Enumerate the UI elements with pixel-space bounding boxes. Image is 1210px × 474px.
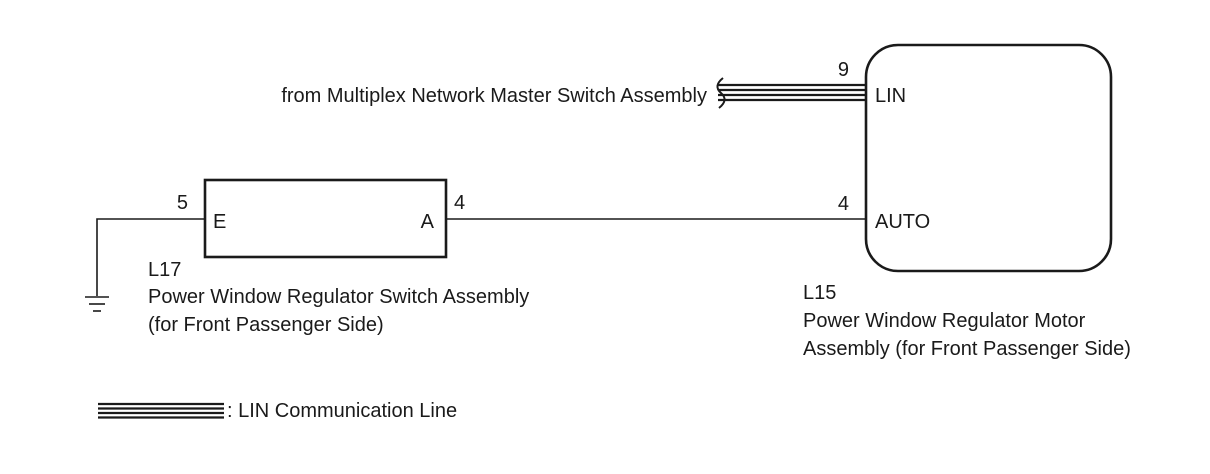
legend-lin-line-symbol — [98, 402, 224, 419]
switch-assembly-name-line1: Power Window Regulator Switch Assembly — [148, 286, 529, 308]
source-label: from Multiplex Network Master Switch Ass… — [281, 85, 707, 107]
motor-pin-lin-number: 9 — [838, 59, 849, 81]
switch-pin-a-number: 4 — [454, 192, 465, 214]
legend-lin-line-label: : LIN Communication Line — [227, 400, 457, 422]
motor-assembly-name-line2: Assembly (for Front Passenger Side) — [803, 338, 1131, 360]
wire-break-icon — [716, 77, 726, 109]
ground-wire — [96, 218, 205, 296]
switch-pin-a-label: A — [421, 211, 435, 233]
switch-pin-e-label: E — [213, 211, 226, 233]
lin-communication-line — [718, 83, 866, 102]
switch-assembly-code: L17 — [148, 259, 181, 281]
motor-assembly-code: L15 — [803, 282, 836, 304]
motor-assembly-box — [864, 43, 1113, 273]
motor-pin-lin-label: LIN — [875, 85, 906, 107]
motor-pin-auto-label: AUTO — [875, 211, 930, 233]
ground-icon — [85, 296, 109, 312]
switch-pin-e-number: 5 — [177, 192, 188, 214]
motor-pin-auto-number: 4 — [838, 193, 849, 215]
switch-assembly-name-line2: (for Front Passenger Side) — [148, 314, 384, 336]
motor-assembly-name-line1: Power Window Regulator Motor — [803, 310, 1086, 332]
switch-assembly-box — [203, 178, 448, 259]
